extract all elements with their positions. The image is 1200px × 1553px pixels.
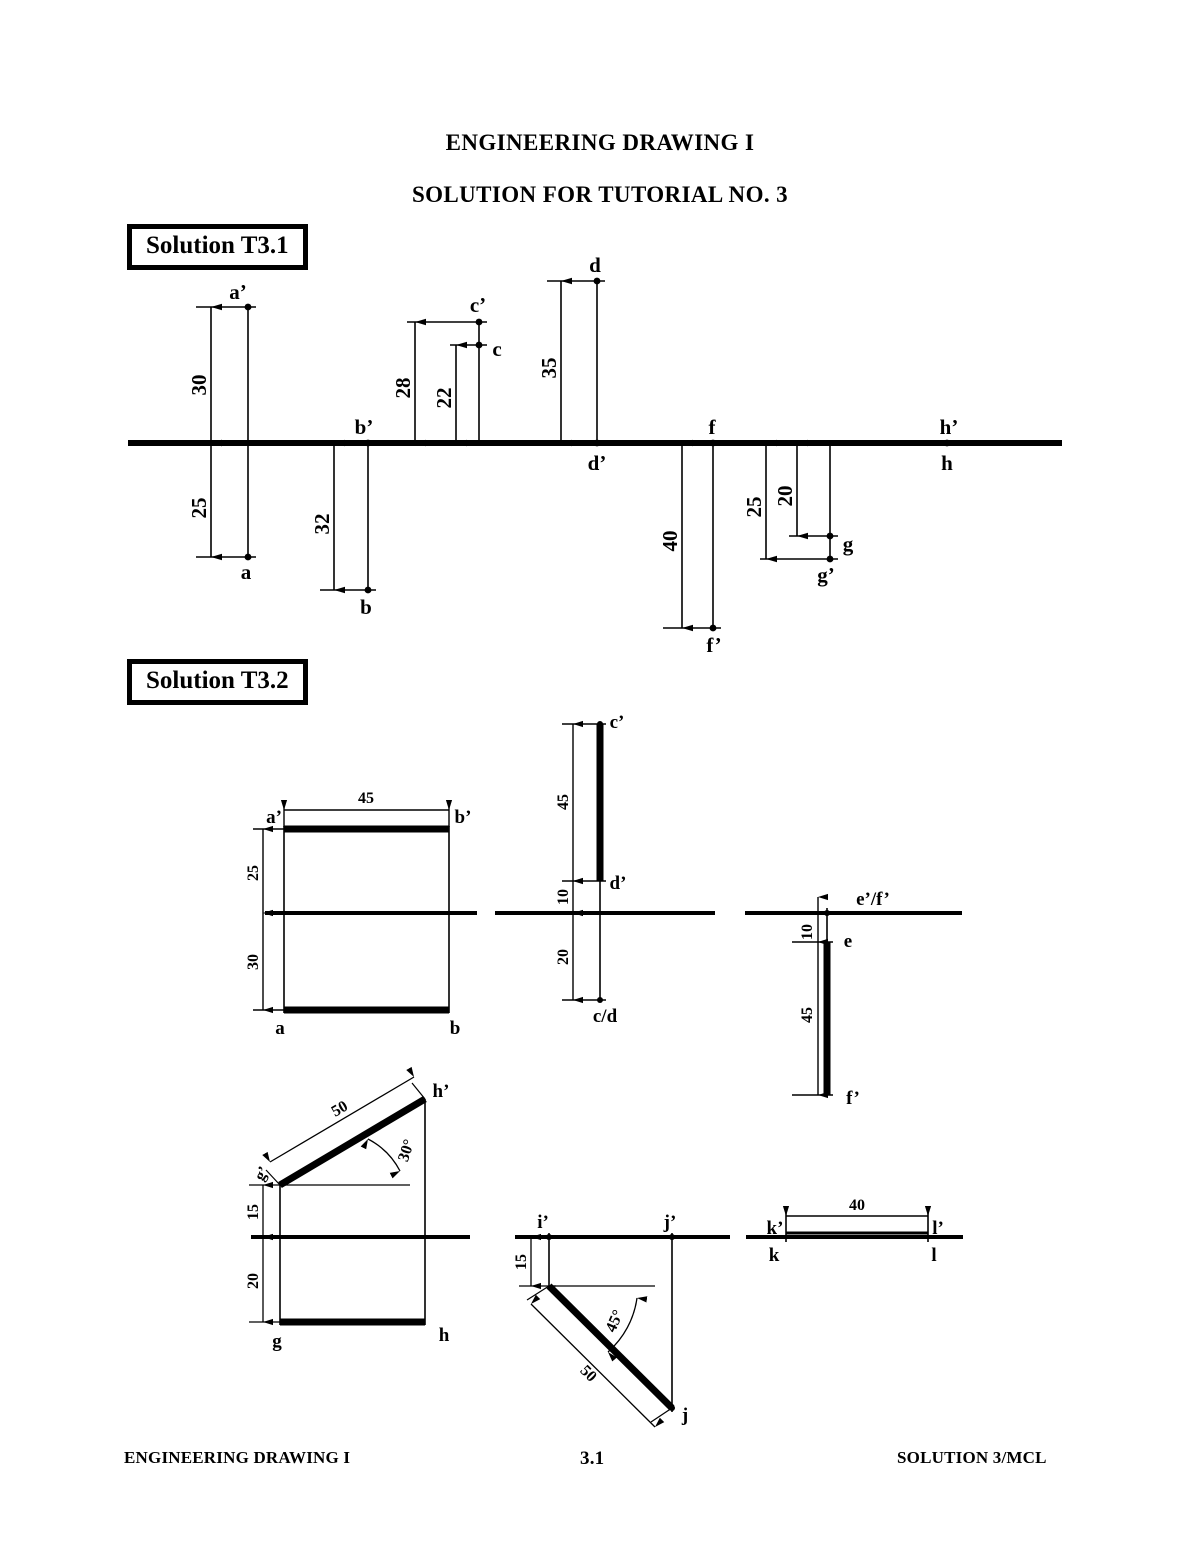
t31-dim-22-label: 22	[432, 388, 456, 409]
t31-dim-28-label: 28	[391, 378, 415, 399]
t32-cd-label-c-front: c’	[610, 712, 625, 733]
t32-ij-label-j-front: j’	[663, 1212, 677, 1233]
t32-ij-point-i-front-dot	[546, 1234, 552, 1240]
t31-dim-g20-label: 20	[773, 486, 797, 507]
t32-ab-label-a-front: a’	[266, 807, 282, 828]
t32-gh-label-g-front: g’	[251, 1164, 272, 1184]
t32-ij-dim50-label: 50	[577, 1362, 600, 1385]
t32-view-ij: 15 45° 50 i’ j’ j	[513, 1212, 730, 1428]
t32-gh-ext50-right	[411, 1082, 426, 1100]
t31-label-a-top: a	[241, 560, 252, 584]
t32-cd-dim20-label: 20	[555, 949, 572, 965]
t31-label-d-top: d	[589, 253, 601, 277]
t32-gh-dim50	[262, 1066, 415, 1163]
t32-ef-label-ef-front: e’/f’	[856, 889, 890, 910]
t31-label-h-front: h’	[940, 415, 959, 439]
t32-view-gh: 50 30° 15 20 g’ h’ g h	[245, 1066, 470, 1352]
t32-kl-label-l-front: l’	[932, 1218, 944, 1239]
page-title-line-2: SOLUTION FOR TUTORIAL NO. 3	[411, 182, 789, 207]
t32-gh-dim20-label: 20	[245, 1273, 262, 1289]
t32-ij-dim50	[530, 1294, 665, 1428]
t31-dim-40-label: 40	[658, 531, 682, 552]
t31-label-b-top: b	[360, 595, 372, 619]
t32-gh-label-h-front: h’	[433, 1081, 450, 1102]
t31-dim-35-label: 35	[537, 358, 561, 379]
t32-view-kl: 40 k’ l’ k l	[746, 1197, 963, 1266]
t32-ab-label-b-front: b’	[455, 807, 472, 828]
t32-ab-label-a-top: a	[275, 1018, 285, 1039]
t31-point-f-top-dot	[709, 439, 717, 447]
t32-view-cd: 45 10 20 c’ d’ c/d	[495, 712, 715, 1027]
solution-t31-label: Solution T3.1	[127, 224, 308, 270]
t32-ab-dim25-label: 25	[245, 865, 262, 881]
t31-dim-g25-label: 25	[742, 497, 766, 518]
t32-ef-dim45-label: 45	[799, 1007, 816, 1023]
t32-ab-dim30-label: 30	[245, 954, 262, 970]
t31-label-f-front: f’	[706, 633, 721, 657]
t31-label-f-top: f	[709, 415, 717, 439]
t32-kl-dim40-label: 40	[849, 1197, 865, 1214]
t31-label-c-front: c’	[470, 293, 486, 317]
t32-ab-dim45-label: 45	[358, 790, 374, 807]
t32-kl-label-k-top: k	[769, 1245, 780, 1266]
t32-ij-label-i-front: i’	[537, 1212, 549, 1233]
t32-view-ef: 10 45 e’/f’ e f’	[745, 889, 962, 1109]
t31-label-g-front: g’	[817, 563, 835, 587]
t31-label-b-front: b’	[355, 415, 374, 439]
t32-gh-label-h-top: h	[439, 1325, 450, 1346]
t31-point-h-dot	[943, 439, 951, 447]
t31-dim-25-label: 25	[187, 498, 211, 519]
t32-gh-label-g-top: g	[272, 1331, 282, 1352]
t31-point-d-front-dot	[593, 439, 601, 447]
t32-ij-ext50-start	[526, 1285, 550, 1301]
t31-label-c-top: c	[492, 337, 501, 361]
page-title-line-1: ENGINEERING DRAWING I	[445, 130, 755, 155]
t32-ij-point-j-front-dot	[669, 1234, 675, 1240]
t32-cd-dim10-label: 10	[555, 889, 572, 905]
t31-label-d-front: d’	[588, 451, 607, 475]
t32-gh-angle-arc	[360, 1138, 401, 1179]
t32-kl-label-l-top: l	[931, 1245, 936, 1266]
t32-gh-dim15-label: 15	[245, 1204, 262, 1220]
t31-point-b-front-dot	[364, 439, 372, 447]
t32-ij-dim15-label: 15	[513, 1254, 530, 1270]
t32-ef-label-f-top: f’	[846, 1088, 860, 1109]
t32-view-ab: 45 25 30 a’ b’ a b	[245, 790, 477, 1039]
t31-dim-32-label: 32	[310, 514, 334, 535]
t31-label-a-front: a’	[229, 280, 247, 304]
t32-ef-point-ef-front-dot	[824, 910, 830, 916]
t32-gh-ext50-left	[265, 1169, 281, 1186]
t32-kl-label-k-front: k’	[767, 1218, 784, 1239]
t32-cd-dim45-label: 45	[555, 794, 572, 810]
footer-right: SOLUTION 3/MCL	[897, 1448, 1047, 1467]
t32-ij-label-j-top: j	[681, 1405, 688, 1426]
t32-ij-angle-label: 45°	[603, 1307, 628, 1334]
t31-label-g-top: g	[843, 532, 854, 556]
t32-cd-label-cd-top: c/d	[593, 1006, 618, 1027]
t32-ij-ext50-end	[650, 1407, 673, 1423]
footer-page-number: 3.1	[580, 1448, 605, 1469]
t31-dim-30-label: 30	[187, 375, 211, 396]
footer-left: ENGINEERING DRAWING I	[124, 1448, 351, 1467]
t32-ij-top-line	[546, 1283, 675, 1411]
t32-ef-label-e-top: e	[844, 931, 852, 952]
t31-label-h-top: h	[941, 451, 953, 475]
t32-gh-angle-label: 30°	[395, 1137, 418, 1164]
solution-t32-label: Solution T3.2	[127, 659, 308, 705]
t32-gh-dim50-label: 50	[329, 1098, 351, 1121]
t32-ab-label-b-top: b	[450, 1018, 461, 1039]
t32-cd-label-d-front: d’	[610, 873, 627, 894]
t32-ef-dim10-label: 10	[799, 924, 816, 940]
